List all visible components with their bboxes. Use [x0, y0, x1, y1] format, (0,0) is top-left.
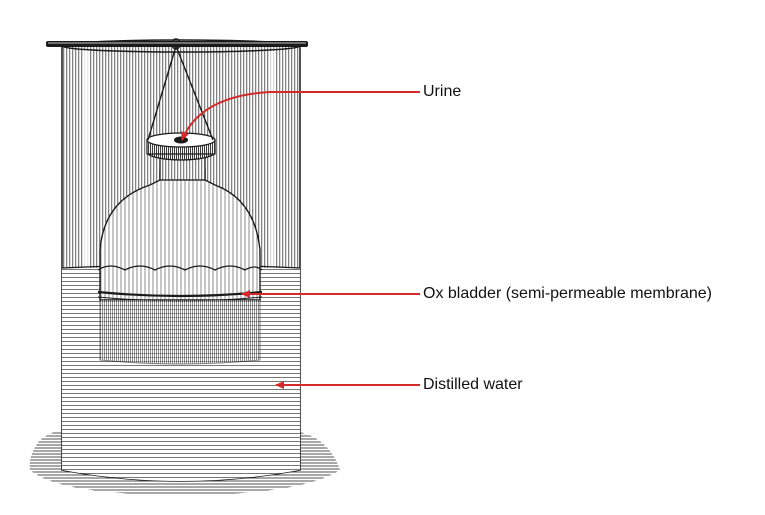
urine-arrow: [181, 91, 420, 141]
membrane-label: Ox bladder (semi-permeable membrane): [423, 285, 712, 302]
urine-label: Urine: [423, 83, 462, 100]
support-rod: [46, 41, 308, 47]
bottle: [97, 132, 263, 365]
distilled-water-label: Distilled water: [423, 376, 523, 393]
